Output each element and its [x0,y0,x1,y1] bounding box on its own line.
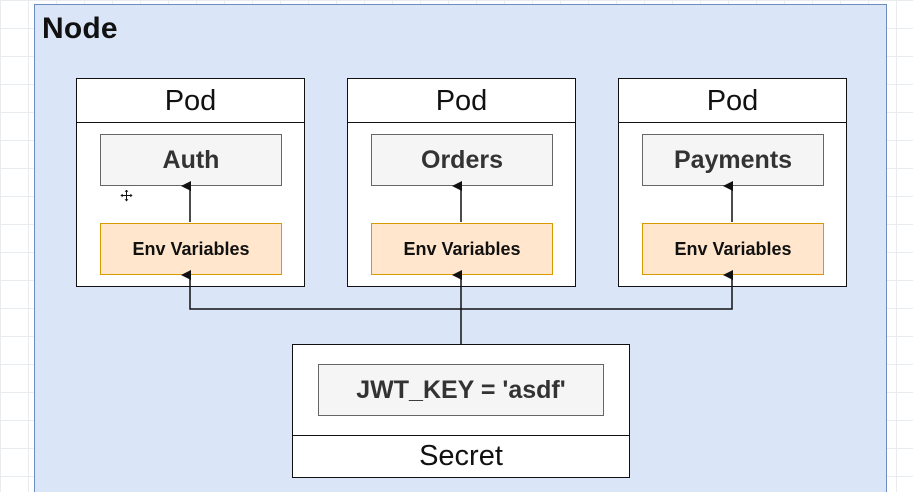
jwt-key-entry[interactable]: JWT_KEY = 'asdf' [318,364,604,416]
orders-env-variables[interactable]: Env Variables [371,223,553,275]
orders-service[interactable]: Orders [371,134,553,186]
secret-box[interactable]: JWT_KEY = 'asdf' Secret [292,344,630,478]
secret-label: Secret [293,435,629,477]
auth-env-variables[interactable]: Env Variables [100,223,282,275]
payments-service[interactable]: Payments [642,134,824,186]
pod-header: Pod [619,79,846,123]
pod-payments[interactable]: Pod Payments Env Variables [618,78,847,287]
node-title: Node [42,12,118,45]
payments-env-variables[interactable]: Env Variables [642,223,824,275]
move-cursor-icon [120,189,133,202]
auth-service[interactable]: Auth [100,134,282,186]
pod-header: Pod [77,79,304,123]
pod-header: Pod [348,79,575,123]
pod-orders[interactable]: Pod Orders Env Variables [347,78,576,287]
pod-auth[interactable]: Pod Auth Env Variables [76,78,305,287]
